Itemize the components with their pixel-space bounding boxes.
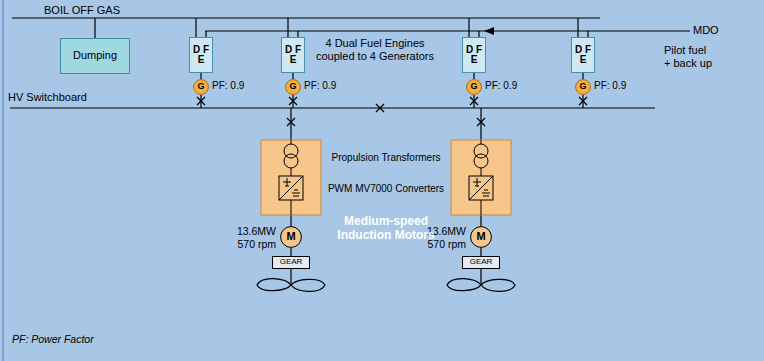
node-text: M (286, 231, 295, 243)
fuel-lines (12, 18, 690, 38)
node-text: D F E (282, 45, 304, 66)
propeller-symbol (257, 269, 515, 291)
motor-circle: M (280, 226, 302, 248)
power-factor-label: PF: 0.9 (304, 80, 336, 92)
node-text: G (470, 82, 477, 91)
transformer-symbol (284, 140, 488, 176)
connector-line (290, 248, 291, 256)
node-text: D F E (190, 45, 212, 66)
note-text: Pilot fuel + back up (664, 44, 714, 70)
node-text: D F E (572, 45, 594, 66)
line-label: MDO (693, 24, 719, 37)
engine-box: D F E (189, 37, 213, 73)
connector-line (292, 73, 293, 79)
engine-box: D F E (571, 37, 595, 73)
node-text: GEAR (280, 258, 303, 266)
node-text: G (579, 82, 586, 91)
rating-label: 13.6MW 570 rpm (226, 225, 276, 250)
connector-line (200, 73, 201, 79)
footnote: PF: Power Factor (12, 333, 94, 346)
connector-line (473, 73, 474, 79)
node-text: GEAR (470, 258, 493, 266)
equipment-label: PWM MV7000 Converters (323, 183, 449, 195)
node-text: Dumping (73, 50, 117, 62)
note-text: 4 Dual Fuel Engines coupled to 4 Generat… (305, 37, 445, 63)
gear-box: GEAR (272, 256, 310, 269)
power-factor-label: PF: 0.9 (485, 80, 517, 92)
equipment-label: Propulsion Transformers (323, 152, 449, 164)
flow-arrow (484, 27, 494, 35)
motor-circle: M (470, 226, 492, 248)
node-text: G (197, 82, 204, 91)
panel-edge (2, 0, 4, 361)
propulsion-unit (261, 140, 511, 215)
motor-label: Medium-speed Induction Motors (328, 214, 444, 243)
dumping-box: Dumping (60, 38, 130, 74)
connector-line (480, 248, 481, 256)
power-factor-label: PF: 0.9 (212, 80, 244, 92)
line-label: BOIL OFF GAS (44, 4, 120, 17)
generator-circle: G (193, 79, 209, 95)
switchboard (10, 95, 655, 227)
gear-box: GEAR (462, 256, 500, 269)
node-text: D F E (463, 45, 485, 66)
engine-box: D F E (462, 37, 486, 73)
generator-circle: G (285, 79, 301, 95)
engine-box: D F E (281, 37, 305, 73)
node-text: M (476, 231, 485, 243)
bus-label: HV Switchboard (8, 91, 87, 104)
connector-line (582, 73, 583, 79)
node-text: G (289, 82, 296, 91)
generator-circle: G (466, 79, 482, 95)
converter-symbol (279, 176, 493, 215)
generator-circle: G (575, 79, 591, 95)
power-factor-label: PF: 0.9 (594, 80, 626, 92)
